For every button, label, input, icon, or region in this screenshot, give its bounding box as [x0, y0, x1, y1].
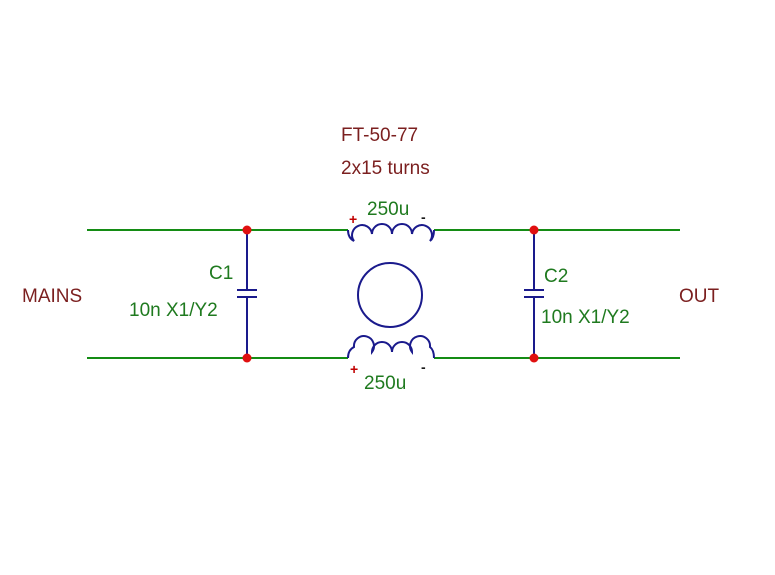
junction-dot [529, 225, 539, 235]
inductor-top-coil [347, 223, 435, 242]
top-inductor-plus-marker: + [349, 211, 357, 227]
core-part-number: FT-50-77 [341, 125, 418, 146]
inductor-bottom-coil [347, 335, 435, 359]
top-inductor-value: 250u [367, 199, 409, 220]
c2-reference: C2 [544, 266, 568, 287]
junction-dot [529, 353, 539, 363]
bottom-inductor-minus-marker: - [421, 359, 426, 375]
mains-port-label: MAINS [22, 286, 82, 307]
core-turns: 2x15 turns [341, 158, 430, 179]
c1-value: 10n X1/Y2 [129, 300, 218, 321]
junction-dot [242, 225, 252, 235]
bottom-inductor-value: 250u [364, 373, 406, 394]
top-inductor-minus-marker: - [421, 209, 426, 225]
bottom-inductor-plus-marker: + [350, 361, 358, 377]
out-port-label: OUT [679, 286, 720, 307]
toroid-core-symbol [357, 262, 423, 328]
junction-dot [242, 353, 252, 363]
capacitor-c2 [524, 230, 544, 358]
c1-reference: C1 [209, 263, 233, 284]
capacitor-c1 [237, 230, 257, 358]
c2-value: 10n X1/Y2 [541, 307, 630, 328]
